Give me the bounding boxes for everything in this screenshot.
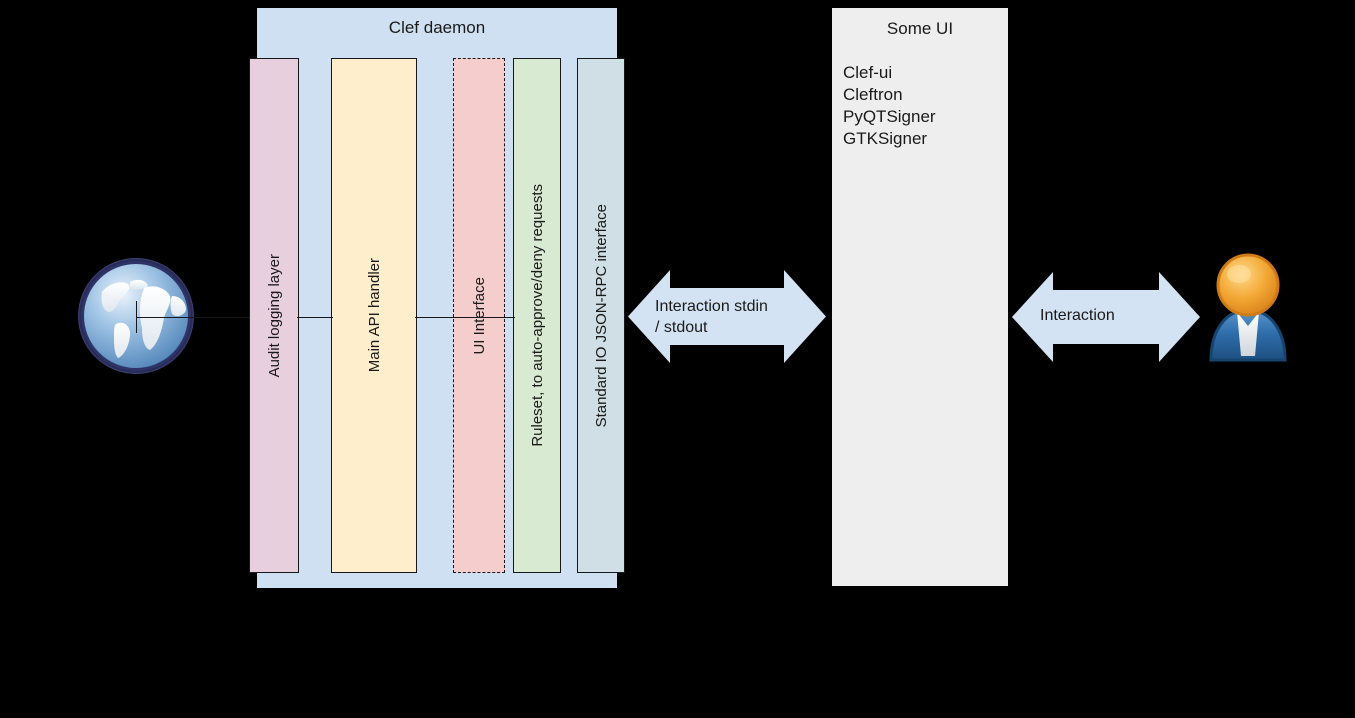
clef-daemon-container [257,8,617,588]
layer-ruleset-label: Ruleset, to auto-approve/deny requests [528,184,546,447]
stdin-stdout-arrow-label: Interaction stdin / stdout [655,298,768,336]
layer-ui-interface[interactable]: UI Interface [453,58,505,573]
some-ui-panel [832,8,1008,586]
some-ui-list: Clef-ui Cleftron PyQTSigner GTKSigner [843,62,1003,150]
layer-main-api-handler[interactable]: Main API handler [331,58,417,573]
layer-main-api-handler-label: Main API handler [365,258,383,373]
list-item: Clef-ui [843,63,893,82]
interaction-arrow [1012,272,1200,362]
layer-standard-io-label: Standard IO JSON-RPC interface [592,203,610,428]
clef-daemon-title: Clef daemon [388,18,486,37]
layer-ui-interface-label: UI Interface [470,276,488,355]
layer-standard-io[interactable]: Standard IO JSON-RPC interface [577,58,625,573]
list-item: GTKSigner [843,129,928,148]
layer-ruleset[interactable]: Ruleset, to auto-approve/deny requests [513,58,561,573]
list-item: PyQTSigner [843,107,936,126]
interaction-arrow-label: Interaction [1040,307,1115,324]
some-ui-title: Some UI [886,19,954,38]
globe-icon [72,252,200,380]
list-item: Cleftron [843,85,903,104]
stdin-stdout-arrow [628,270,826,363]
user-icon [1199,252,1297,362]
connector-globe-to-daemon [136,317,251,318]
layer-audit-logging[interactable]: Audit logging layer [249,58,299,573]
layer-audit-logging-label: Audit logging layer [265,253,283,378]
connector-api-to-ui-interface [415,317,515,318]
connector-audit-to-api [297,317,333,318]
